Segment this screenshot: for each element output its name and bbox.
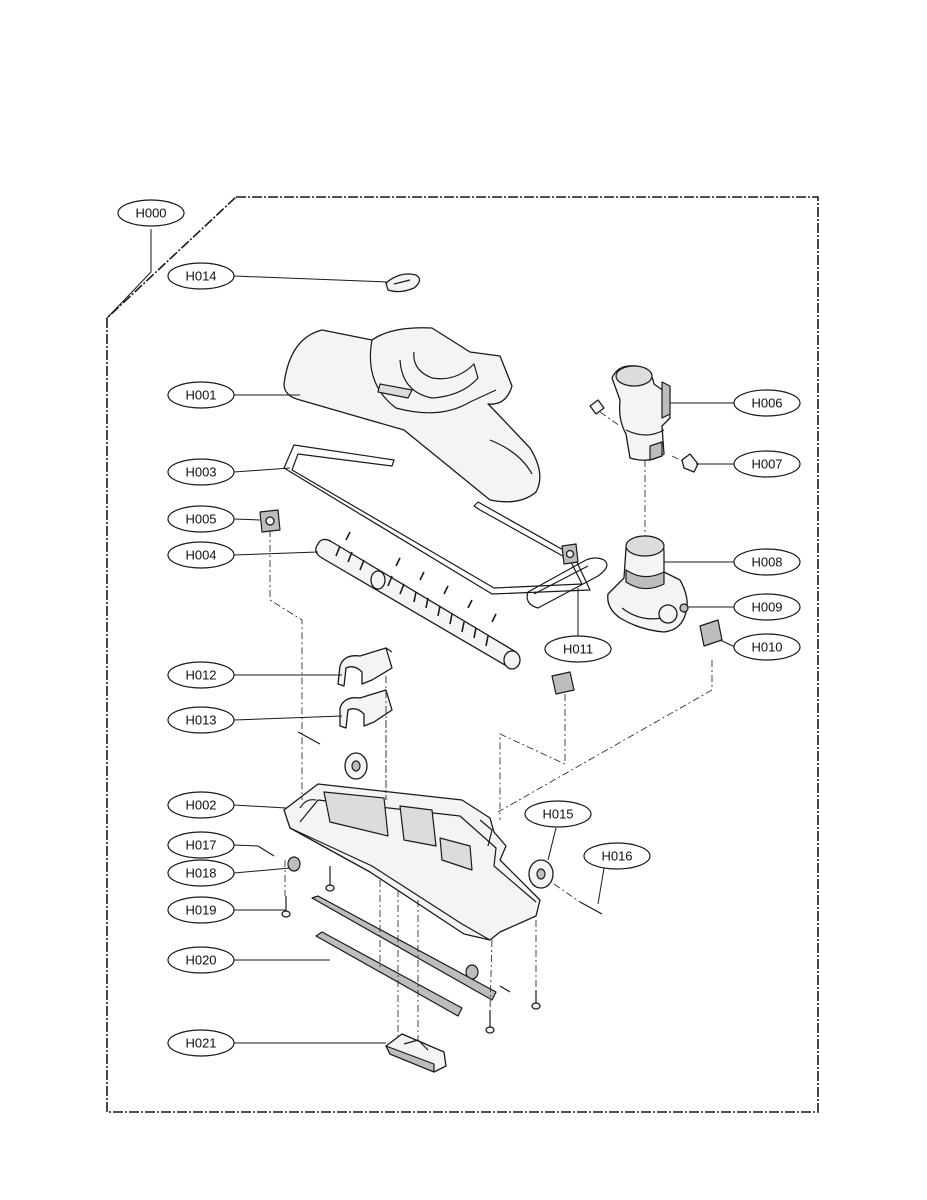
- part-number: H013: [185, 713, 216, 728]
- callout-h003: H003: [167, 458, 235, 486]
- part-screws-drawing: [281, 866, 541, 1034]
- part-number: H000: [135, 206, 166, 221]
- part-axle-pin-drawing: [579, 901, 603, 915]
- part-belt-drawing: [526, 557, 608, 609]
- callout-h020: H020: [167, 946, 235, 974]
- part-bottom-strip-drawing: [315, 931, 463, 1017]
- part-number: H010: [751, 640, 782, 655]
- part-swivel-cover-drawing: [699, 619, 723, 647]
- part-wheel-cover-drawing: [337, 647, 393, 687]
- part-number: H007: [751, 457, 782, 472]
- part-left-wheel-drawing: [297, 731, 368, 780]
- part-number: H006: [751, 396, 782, 411]
- part-clip-drawing: [681, 453, 699, 473]
- callout-h013: H013: [167, 706, 235, 734]
- part-bearing-block-drawing: [259, 509, 281, 533]
- part-number: H016: [601, 849, 632, 864]
- part-neck-clip-drawing: [589, 399, 605, 415]
- callout-h005: H005: [167, 505, 235, 533]
- part-number: H004: [185, 548, 216, 563]
- part-number: H015: [542, 807, 573, 822]
- part-number: H017: [185, 838, 216, 853]
- callout-h009: H009: [733, 593, 801, 621]
- callout-h010: H010: [733, 633, 801, 661]
- callout-h014: H014: [167, 262, 235, 290]
- part-number: H001: [185, 388, 216, 403]
- part-brush-roll-drawing: [315, 531, 521, 670]
- callout-h008: H008: [733, 548, 801, 576]
- callout-h019: H019: [167, 896, 235, 924]
- part-base-plate-drawing: [283, 783, 541, 941]
- part-number: H018: [185, 866, 216, 881]
- part-number: H011: [563, 642, 593, 657]
- callout-h011: H011: [544, 635, 612, 663]
- part-swivel-joint-drawing: [607, 535, 689, 633]
- part-upper-neck-drawing: [611, 365, 671, 461]
- part-number: H009: [751, 600, 782, 615]
- callout-h000: H000: [117, 199, 185, 227]
- part-gasket-drawing: [283, 444, 591, 595]
- callout-h012: H012: [167, 661, 235, 689]
- part-number: H002: [185, 798, 216, 813]
- part-upper-cover-drawing: [283, 327, 541, 503]
- callout-h004: H004: [167, 541, 235, 569]
- callout-h002: H002: [167, 791, 235, 819]
- part-roller-drawing: [287, 856, 479, 980]
- callout-h001: H001: [167, 381, 235, 409]
- part-number: H019: [185, 903, 216, 918]
- part-wheel-cover-lower-drawing: [339, 689, 393, 729]
- part-wheel-drawing: [528, 859, 554, 889]
- part-number: H012: [185, 668, 216, 683]
- callout-h015: H015: [524, 800, 592, 828]
- callout-h007: H007: [733, 450, 801, 478]
- part-number: H003: [185, 465, 216, 480]
- callout-h018: H018: [167, 859, 235, 887]
- part-end-cap-drawing: [551, 671, 575, 695]
- callout-h017: H017: [167, 831, 235, 859]
- part-pin-drawing: [257, 845, 275, 857]
- part-number: H020: [185, 953, 216, 968]
- alignment-lines: [269, 411, 713, 1040]
- part-bearing-block-right-drawing: [561, 543, 579, 565]
- callout-h006: H006: [733, 389, 801, 417]
- part-number: H005: [185, 512, 216, 527]
- leader-lines: [106, 229, 736, 1044]
- part-number: H014: [185, 269, 216, 284]
- part-badge-drawing: [385, 273, 421, 293]
- assembly-frame: [106, 196, 819, 1113]
- part-latch-drawing: [385, 1033, 447, 1073]
- part-number: H008: [751, 555, 782, 570]
- callout-h016: H016: [583, 842, 651, 870]
- part-seal-strip-drawing: [311, 895, 497, 1001]
- part-number: H021: [185, 1036, 216, 1051]
- callout-h021: H021: [167, 1029, 235, 1057]
